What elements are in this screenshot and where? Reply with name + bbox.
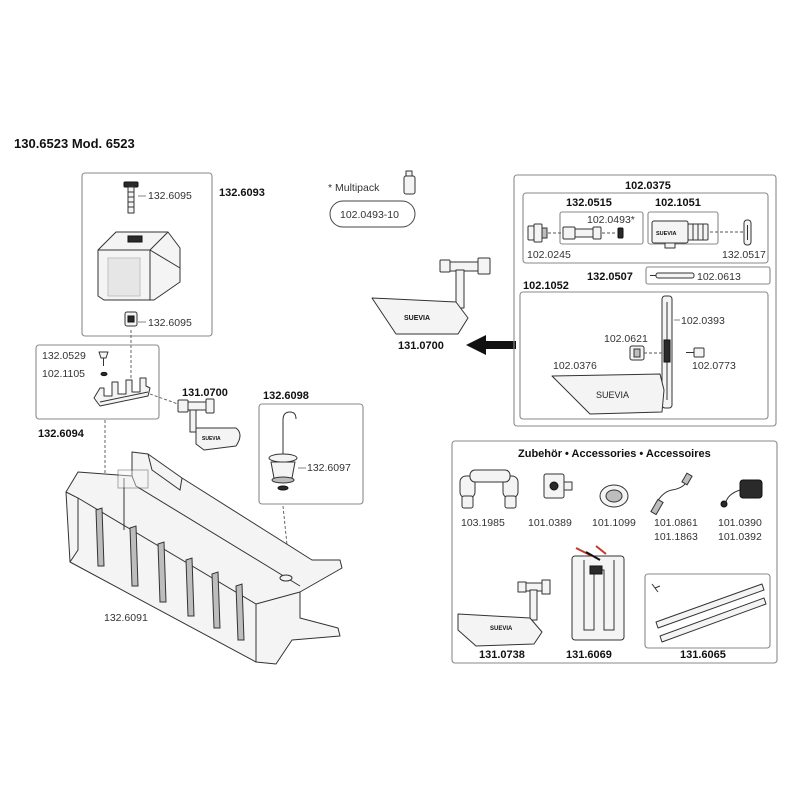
code-132-6095-top: 132.6095 (148, 190, 192, 202)
code-132-6095-bottom: 132.6095 (148, 317, 192, 329)
code-102-0613: 102.0613 (697, 271, 741, 283)
valve-parts-subbox (522, 192, 769, 264)
code-131-0700-left: 131.0700 (182, 387, 228, 399)
float-hook-icon (282, 411, 297, 454)
accessories-box (451, 440, 778, 664)
float-seal-icon (268, 453, 298, 491)
accessory-code-7: 131.6069 (566, 649, 612, 661)
suevia-tag-3: SUEVIA (656, 231, 677, 237)
suevia-tag-5: SUEVIA (490, 626, 513, 632)
float-valve-box (258, 403, 364, 505)
rails-subbox (644, 573, 771, 649)
screw-icon (123, 181, 139, 214)
ring-icon (599, 484, 629, 508)
heater-kit-icon (571, 545, 625, 641)
code-102-0376: 102.0376 (553, 360, 597, 372)
flush-valve-accessory-icon: SUEVIA (457, 579, 551, 647)
multipack-code-pill (329, 200, 416, 228)
connector-icon (562, 226, 602, 240)
code-102-0773: 102.0773 (692, 360, 736, 372)
accessory-code-5b: 101.0392 (718, 531, 762, 543)
code-132-6098: 132.6098 (263, 390, 309, 402)
valve-body-subbox (647, 211, 719, 245)
code-132-6097: 132.6097 (307, 462, 351, 474)
code-102-0493-star: 102.0493* (587, 214, 635, 226)
code-102-1051: 102.1051 (655, 197, 701, 209)
small-screw-icon (686, 347, 705, 358)
rails-icon (651, 583, 767, 643)
nozzle-fitting-icon (527, 223, 548, 243)
flush-valve-large-icon: SUEVIA (371, 257, 491, 335)
accessory-code-2: 101.0389 (528, 517, 572, 529)
code-102-0245: 102.0245 (527, 249, 571, 261)
flush-valve-icon: SUEVIA (177, 398, 241, 451)
accessory-code-8: 131.6065 (680, 649, 726, 661)
cable-icon (650, 472, 693, 516)
code-132-0515: 132.0515 (566, 197, 612, 209)
accessory-code-5: 101.0390 (718, 517, 762, 529)
code-102-0393: 102.0393 (681, 315, 725, 327)
code-102-0375: 102.0375 (625, 180, 671, 192)
pipe-icon (459, 469, 519, 509)
suevia-tag-1: SUEVIA (202, 436, 221, 442)
accessory-code-6: 131.0738 (479, 649, 525, 661)
bracket-box (35, 344, 160, 420)
bushing-icon (629, 345, 645, 361)
valve-cover-icon (97, 231, 181, 301)
code-132-6094: 132.6094 (38, 428, 85, 440)
code-102-1105: 102.1105 (42, 368, 85, 380)
water-trough-icon (65, 451, 343, 665)
multipack-code: 102.0493-10 (340, 209, 399, 221)
code-132-6093: 132.6093 (219, 187, 265, 199)
arrow-left-icon (466, 335, 516, 355)
accessories-heading: Zubehör • Accessories • Accessoires (518, 448, 711, 460)
accessory-code-1: 103.1985 (461, 517, 505, 529)
valve-cover-box (81, 172, 213, 337)
code-102-1052: 102.1052 (523, 280, 569, 292)
suevia-tag-4: SUEVIA (596, 390, 629, 400)
nozzle-subbox (559, 211, 644, 245)
rod-subbox (645, 266, 771, 285)
screw-small-icon (98, 351, 109, 366)
spare-parts-box (513, 174, 777, 427)
code-102-0621: 102.0621 (604, 333, 648, 345)
pin-icon (743, 219, 752, 246)
thermostat-icon (543, 473, 573, 499)
suevia-tag-2: SUEVIA (404, 315, 430, 322)
lever-icon (661, 295, 673, 409)
flap-icon: SUEVIA (551, 373, 665, 415)
accessory-code-4b: 101.1863 (654, 531, 698, 543)
code-132-0507: 132.0507 (587, 271, 633, 283)
code-132-6091: 132.6091 (104, 612, 148, 624)
accessory-code-4: 101.0861 (654, 517, 698, 529)
multipack-label: * Multipack (328, 182, 380, 194)
lever-subbox (519, 291, 769, 420)
code-131-0700-right: 131.0700 (398, 340, 444, 352)
bottle-icon (403, 170, 416, 195)
accessory-code-3: 101.1099 (592, 517, 636, 529)
bracket-icon (93, 377, 151, 407)
diagram-title: 130.6523 Mod. 6523 (14, 136, 135, 151)
code-132-0529: 132.0529 (42, 350, 86, 362)
code-132-0517: 132.0517 (722, 249, 766, 261)
power-adapter-icon (720, 479, 763, 508)
rod-icon (650, 272, 695, 279)
valve-body-icon: SUEVIA (651, 220, 709, 249)
nut-icon (124, 311, 138, 327)
